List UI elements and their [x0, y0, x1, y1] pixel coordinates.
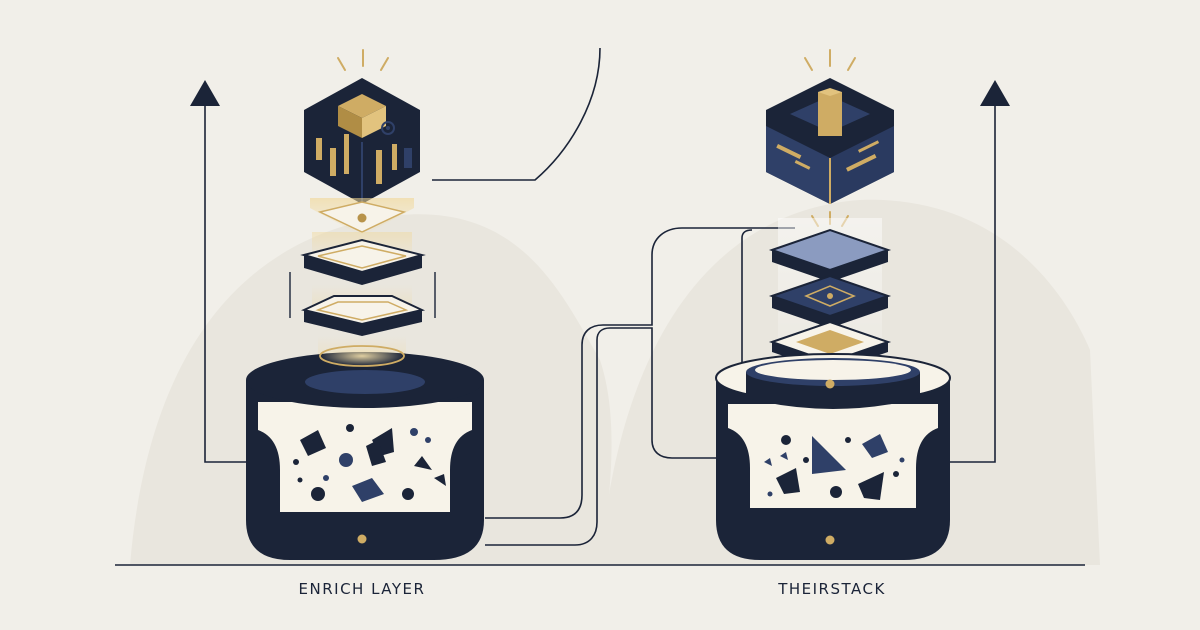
cube-icon [304, 78, 420, 204]
enrich-layer-label: ENRICH LAYER [298, 580, 426, 598]
theirstack-label: THEIRSTACK [778, 580, 886, 598]
enrich-layer-drum [246, 345, 484, 560]
layer-panel-bottom [300, 295, 426, 336]
sparkle-icon [337, 49, 389, 71]
theirstack-stack [715, 49, 951, 560]
layer-panel-top [300, 238, 426, 285]
arrow-up-left-icon [190, 80, 220, 106]
data-fragments-icon [293, 424, 446, 502]
enrich-layer-stack [246, 49, 484, 560]
data-fragments-icon [764, 434, 905, 500]
connector-lines [204, 47, 996, 546]
box-icon [766, 78, 894, 204]
arrow-up-right-icon [980, 80, 1010, 106]
theirstack-drum [715, 353, 951, 560]
sparkle-icon [804, 49, 856, 71]
